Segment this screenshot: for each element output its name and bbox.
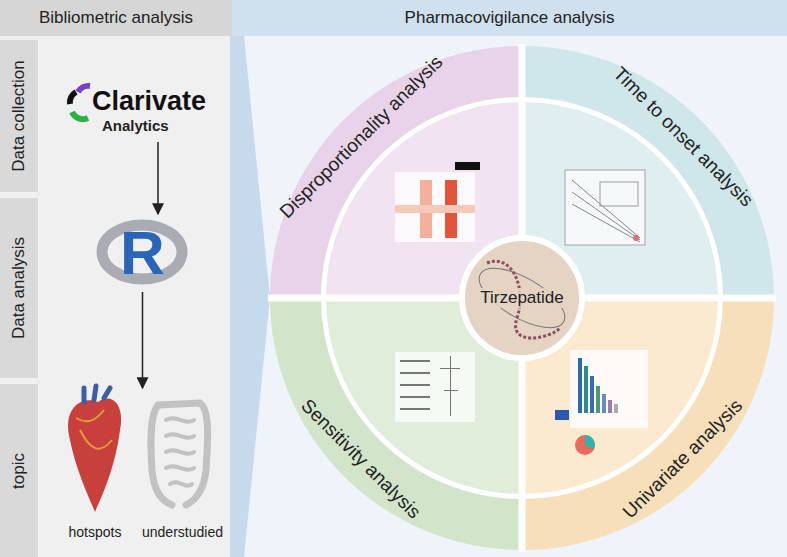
molecule-orbit — [470, 257, 573, 340]
node-text: R — [120, 222, 165, 284]
heatmap-thumbnail — [395, 162, 480, 242]
left-panel — [0, 0, 232, 557]
node-text: Clarivate — [92, 86, 206, 117]
node-text: Bibliometric analysis — [39, 8, 193, 28]
panel-wedge — [230, 36, 270, 557]
node-text: understudied — [142, 524, 223, 540]
node-text: Data analysis — [9, 237, 29, 339]
heart-icon — [68, 386, 121, 512]
wheel — [268, 44, 776, 552]
sensitivity-thumbnail — [395, 352, 475, 422]
flow-arrow — [157, 142, 159, 214]
flow-arrow — [142, 292, 144, 388]
r-logo-box: R — [105, 218, 180, 288]
center-circle — [462, 238, 582, 358]
header-band: Pharmacovigilance analysis — [232, 0, 787, 36]
intestine-icon — [151, 403, 208, 505]
center-node: Tirzepatide — [470, 284, 574, 312]
clarivate-logo — [70, 86, 90, 119]
node-text: Data collection — [9, 60, 29, 172]
node-text: topic — [9, 453, 29, 489]
clarivate-logo-box: ClarivateAnalytics — [92, 82, 224, 138]
stage-band: Data analysis — [0, 198, 38, 378]
node-text: Tirzepatide — [478, 288, 565, 308]
univariate-thumbnail — [555, 350, 648, 455]
node-text: Pharmacovigilance analysis — [405, 8, 615, 28]
topic-icon: hotspots — [50, 392, 140, 540]
topic-icon: understudied — [135, 392, 230, 540]
header-band: Bibliometric analysis — [0, 0, 232, 36]
stage-band: Data collection — [0, 40, 38, 192]
time-onset-thumbnail — [565, 170, 645, 245]
stage-band: topic — [0, 384, 38, 557]
node-text: hotspots — [69, 524, 122, 540]
node-text: Analytics — [102, 117, 169, 134]
